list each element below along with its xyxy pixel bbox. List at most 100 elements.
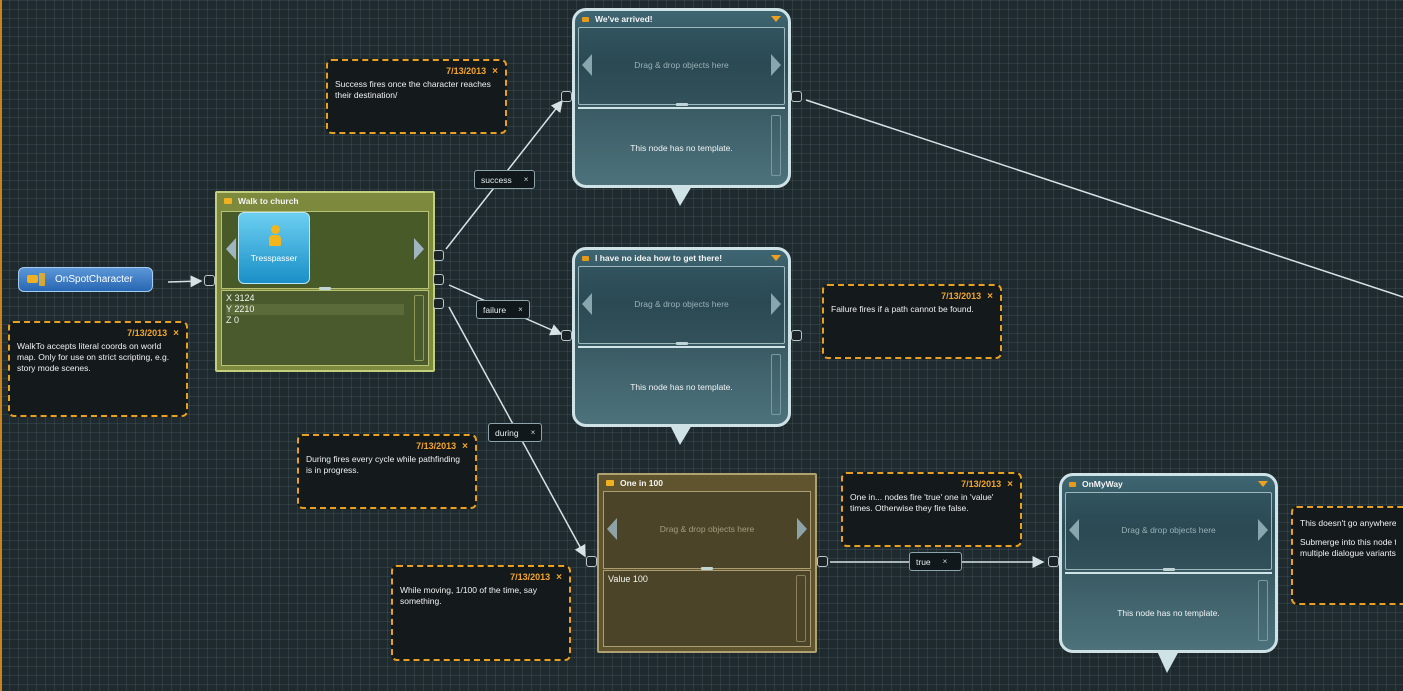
scrollbar[interactable] — [771, 354, 781, 415]
close-icon[interactable]: × — [1007, 478, 1013, 490]
arrived-output-port[interactable] — [791, 91, 802, 102]
comment-text: During fires every cycle while pathfindi… — [306, 454, 461, 475]
scrollbar[interactable] — [1258, 580, 1268, 641]
noidea-output-port[interactable] — [791, 330, 802, 341]
close-icon[interactable]: × — [942, 557, 948, 566]
node-title: I have no idea how to get there! — [595, 253, 723, 263]
drop-zone[interactable]: Drag & drop objects here — [578, 266, 785, 345]
event-icon — [27, 272, 47, 287]
comment-failure[interactable]: 7/13/2013× Failure fires if a path canno… — [822, 284, 1002, 359]
close-icon[interactable]: × — [530, 428, 536, 437]
coord-y[interactable]: Y 2210 — [226, 304, 404, 315]
link-label-during[interactable]: during × — [488, 423, 543, 442]
walk-to-church-node[interactable]: Walk to church Tresspasser X 3124 Y 2210… — [215, 191, 435, 372]
arrow-right-icon[interactable] — [771, 54, 781, 76]
header-icon — [582, 255, 589, 261]
node-title: OnMyWay — [1082, 479, 1123, 489]
event-node-label: OnSpotCharacter — [55, 274, 133, 285]
comment-onein[interactable]: 7/13/2013× One in... nodes fire 'true' o… — [841, 472, 1022, 547]
value-field[interactable]: Value 100 — [608, 574, 648, 584]
comment-text: WalkTo accepts literal coords on world m… — [17, 341, 170, 373]
during-port[interactable] — [433, 298, 444, 309]
arrow-right-icon[interactable] — [771, 293, 781, 315]
comment-during[interactable]: 7/13/2013× During fires every cycle whil… — [297, 434, 477, 509]
drop-zone[interactable]: Drag & drop objects here — [1065, 492, 1272, 571]
node-title: Walk to church — [238, 196, 299, 206]
comment-success[interactable]: 7/13/2013× Success fires once the charac… — [326, 59, 507, 134]
link-text: during — [495, 427, 519, 438]
panel-splitter[interactable] — [1162, 568, 1175, 571]
drop-hint: Drag & drop objects here — [634, 299, 729, 309]
comment-date: 7/13/2013 — [127, 328, 168, 338]
arrow-left-icon[interactable] — [582, 293, 592, 315]
scrollbar[interactable] — [771, 115, 781, 176]
arrow-left-icon[interactable] — [582, 54, 592, 76]
drop-zone[interactable]: Drag & drop objects here — [603, 491, 811, 570]
panel-splitter[interactable] — [675, 342, 688, 345]
template-area[interactable]: This node has no template. — [1065, 572, 1272, 647]
failure-port[interactable] — [433, 274, 444, 285]
value-area[interactable]: Value 100 — [603, 570, 811, 647]
event-node-onspotcharacter[interactable]: OnSpotCharacter — [18, 267, 153, 292]
close-icon[interactable]: × — [987, 290, 993, 302]
template-text: This node has no template. — [1117, 608, 1220, 618]
link-text: success — [481, 174, 512, 185]
character-tile[interactable]: Tresspasser — [238, 212, 310, 284]
character-panel[interactable]: Tresspasser — [221, 211, 429, 290]
onmyway-node[interactable]: OnMyWay Drag & drop objects here This no… — [1059, 473, 1278, 653]
comment-moving[interactable]: 7/13/2013× While moving, 1/100 of the ti… — [391, 565, 571, 661]
close-icon[interactable]: × — [523, 175, 529, 184]
onein-input-port[interactable] — [586, 556, 597, 567]
onmyway-input-port[interactable] — [1048, 556, 1059, 567]
template-area[interactable]: This node has no template. — [578, 346, 785, 421]
arrow-right-icon[interactable] — [797, 518, 807, 540]
scrollbar[interactable] — [414, 295, 424, 361]
link-text: failure — [483, 304, 507, 315]
noidea-node[interactable]: I have no idea how to get there! Drag & … — [572, 247, 791, 427]
header-icon — [606, 480, 614, 486]
link-text: true — [916, 556, 931, 567]
close-icon[interactable]: × — [556, 571, 562, 583]
panel-splitter[interactable] — [319, 287, 331, 290]
node-title: One in 100 — [620, 478, 663, 488]
arrow-left-icon[interactable] — [607, 518, 617, 540]
close-icon[interactable]: × — [173, 327, 179, 339]
close-icon[interactable]: × — [518, 305, 523, 314]
link-label-failure[interactable]: failure × — [476, 300, 530, 319]
template-area[interactable]: This node has no template. — [578, 107, 785, 182]
coords-list[interactable]: X 3124 Y 2210 Z 0 — [221, 290, 429, 366]
arrow-right-icon[interactable] — [414, 238, 424, 260]
coord-z[interactable]: Z 0 — [226, 315, 240, 325]
close-icon[interactable]: × — [462, 440, 468, 452]
drop-zone[interactable]: Drag & drop objects here — [578, 27, 785, 106]
arrow-left-icon[interactable] — [1069, 519, 1079, 541]
walk-input-port[interactable] — [204, 275, 215, 286]
comment-nowhere[interactable]: This doesn't go anywhere, Submerge into … — [1291, 506, 1403, 605]
success-port[interactable] — [433, 250, 444, 261]
node-header: I have no idea how to get there! — [575, 250, 788, 266]
dropdown-icon[interactable] — [1258, 481, 1268, 487]
one-in-100-node[interactable]: One in 100 Drag & drop objects here Valu… — [597, 473, 817, 653]
arrow-left-icon[interactable] — [226, 238, 236, 260]
dropdown-icon[interactable] — [771, 16, 781, 22]
coord-x[interactable]: X 3124 — [226, 293, 255, 303]
arrived-input-port[interactable] — [561, 91, 572, 102]
panel-splitter[interactable] — [675, 103, 688, 106]
node-header: One in 100 — [599, 475, 815, 491]
onein-output-port[interactable] — [817, 556, 828, 567]
link-label-true[interactable]: true × — [909, 552, 962, 571]
link-label-success[interactable]: success × — [474, 170, 536, 189]
scrollbar[interactable] — [796, 575, 806, 642]
character-name: Tresspasser — [250, 253, 298, 263]
node-header: OnMyWay — [1062, 476, 1275, 492]
node-title: We've arrived! — [595, 14, 653, 24]
comment-walkto[interactable]: 7/13/2013 × WalkTo accepts literal coords… — [8, 321, 188, 417]
panel-splitter[interactable] — [701, 567, 713, 570]
close-icon[interactable]: × — [492, 65, 498, 77]
dropdown-icon[interactable] — [771, 255, 781, 261]
arrived-node[interactable]: We've arrived! Drag & drop objects here … — [572, 8, 791, 188]
arrow-right-icon[interactable] — [1258, 519, 1268, 541]
comment-text: Success fires once the character reaches… — [335, 79, 491, 100]
noidea-input-port[interactable] — [561, 330, 572, 341]
